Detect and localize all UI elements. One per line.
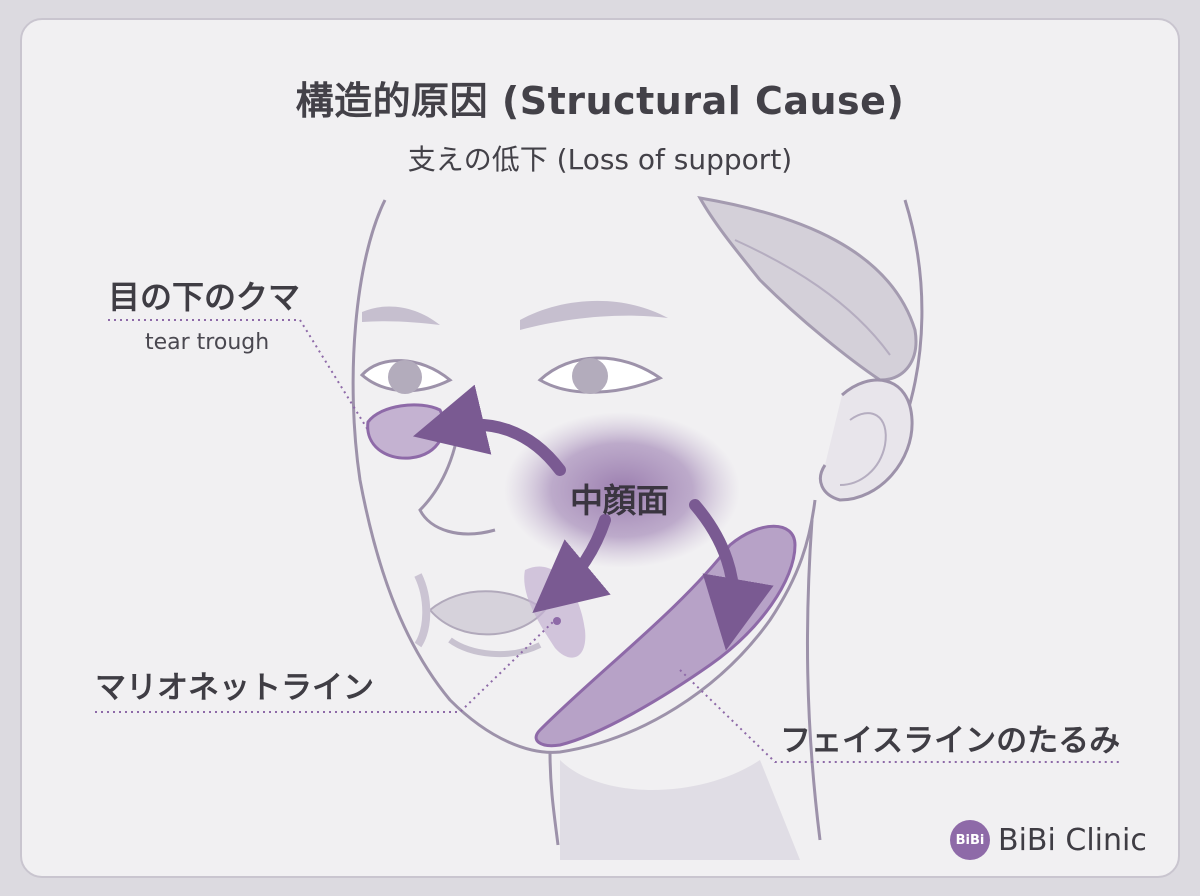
label-face-line-sagging: フェイスラインのたるみ	[780, 723, 1121, 759]
head-back	[903, 199, 924, 421]
leader-marionette	[95, 619, 556, 713]
arrow-to-jawline	[689, 499, 774, 651]
chin-shade	[448, 637, 542, 658]
left-iris	[388, 360, 422, 394]
tear-trough-region	[366, 403, 446, 460]
ear-inner	[839, 412, 887, 486]
leader-tear-trough	[108, 319, 369, 431]
leader-jawline	[679, 669, 1120, 763]
ear-shape	[819, 378, 914, 502]
hair-shape	[697, 195, 918, 382]
page-title: 構造的原因 (Structural Cause)	[295, 79, 905, 123]
brand-logo-icon: BiBi	[950, 820, 990, 860]
brand-mark: BiBi BiBi Clinic	[950, 820, 1147, 860]
right-iris	[572, 358, 608, 394]
midface-region	[504, 412, 740, 568]
neck-line	[805, 519, 822, 841]
neck-shadow	[560, 760, 800, 860]
neck-line-left	[548, 751, 560, 846]
label-midface: 中顔面	[570, 481, 669, 520]
label-tear-trough: 目の下のクマ	[108, 278, 301, 316]
brand-name: BiBi Clinic	[998, 822, 1147, 858]
left-marionette-shade	[414, 573, 431, 648]
left-eyebrow	[362, 306, 440, 325]
right-eyebrow	[520, 300, 668, 330]
arrow-to-tear-trough	[412, 384, 566, 476]
arrow-to-marionette	[532, 514, 611, 614]
hair-strand	[734, 239, 891, 356]
label-marionette-line: マリオネットライン	[95, 670, 374, 706]
page-subtitle: 支えの低下 (Loss of support)	[407, 143, 793, 176]
label-tear-trough-en: tear trough	[145, 330, 270, 355]
marionette-point	[553, 617, 561, 625]
